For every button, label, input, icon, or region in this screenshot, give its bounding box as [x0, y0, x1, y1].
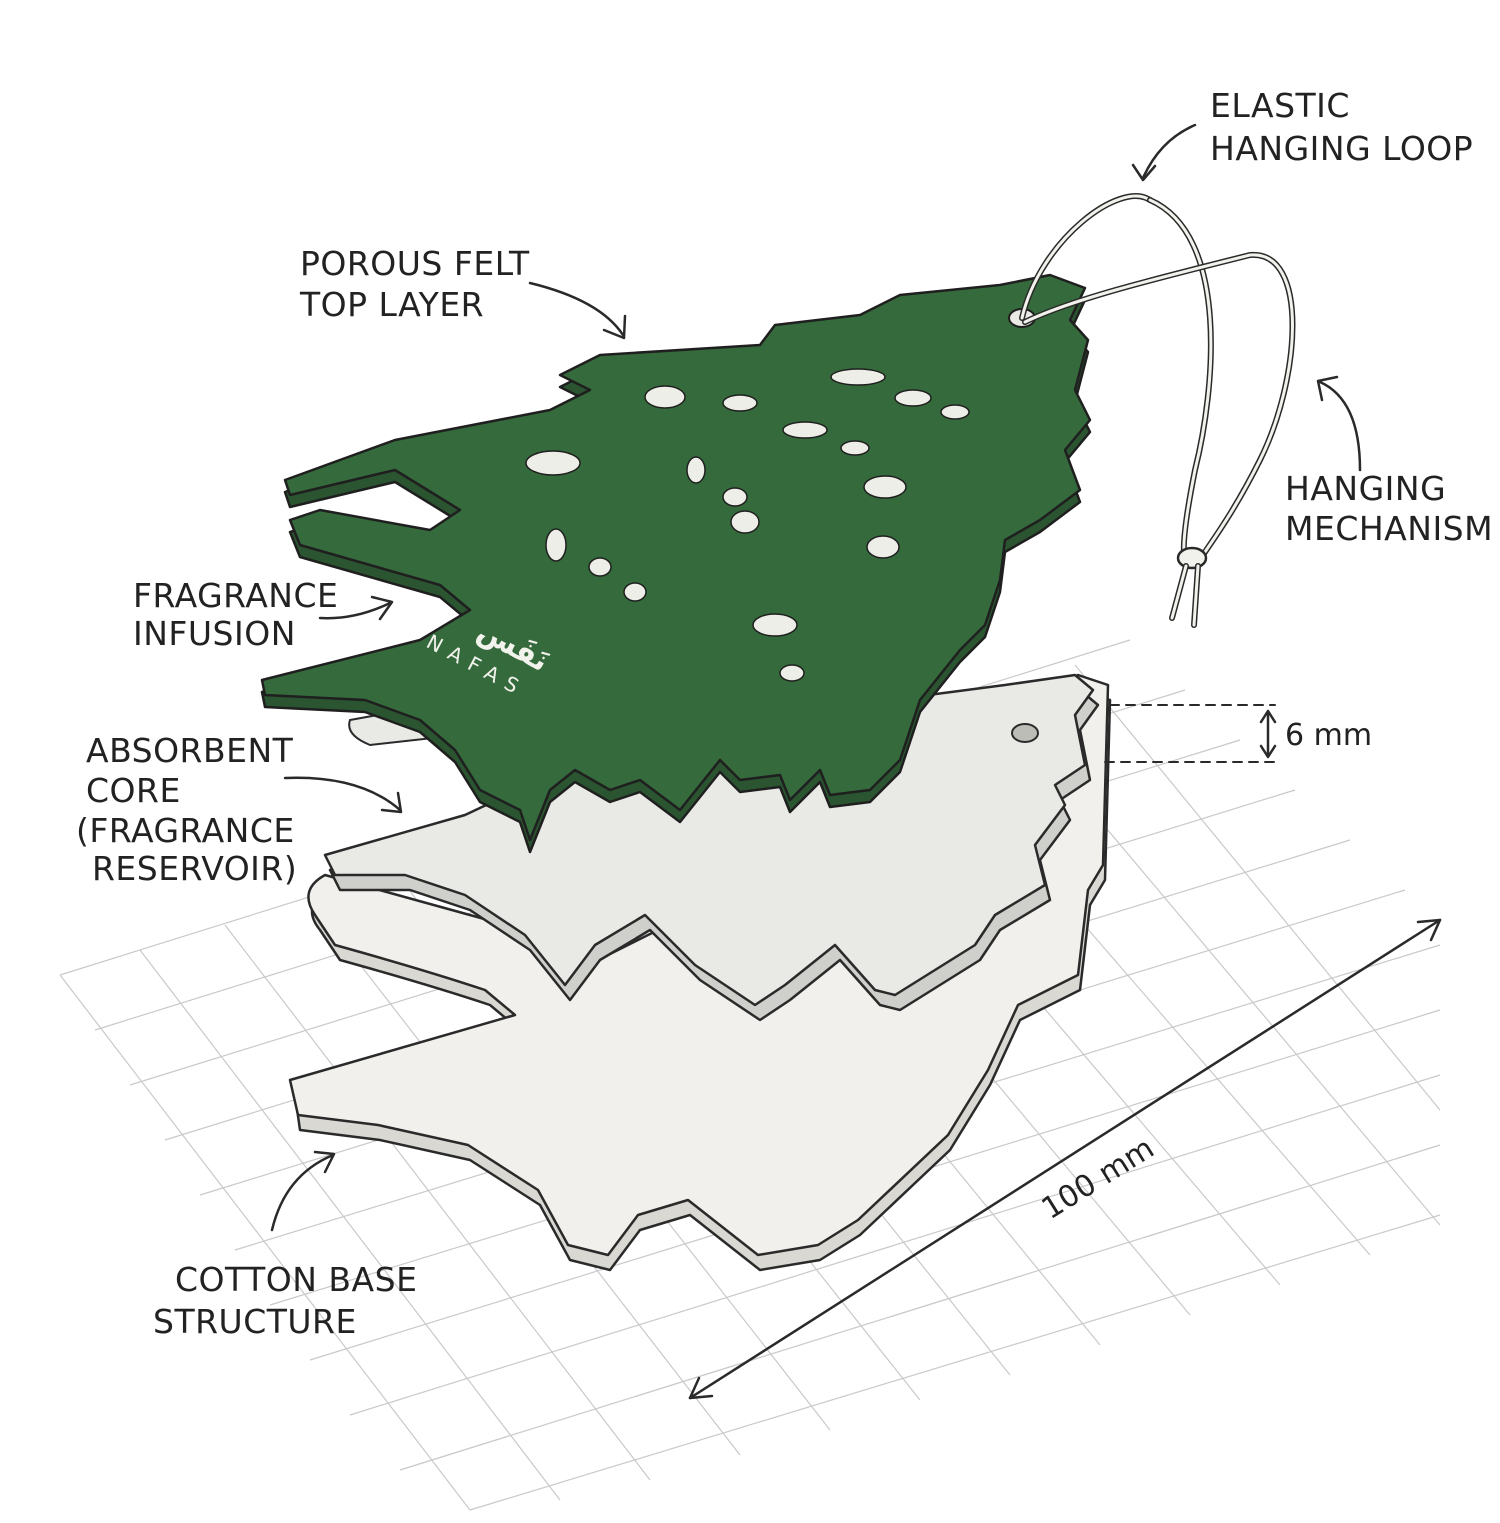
label-absorbent-core-line1: ABSORBENT: [86, 731, 294, 770]
label-fragrance-infusion: FRAGRANCE INFUSION: [133, 576, 338, 653]
elastic-loop: [1019, 193, 1296, 628]
thickness-dimension: 6 mm: [1104, 704, 1372, 763]
callout-arrows: [270, 123, 1362, 1232]
label-hanging-mechanism: HANGING MECHANISM: [1285, 469, 1493, 548]
label-fragrance-infusion-line2: INFUSION: [133, 614, 296, 653]
length-dimension-label: 100 mm: [1036, 1131, 1161, 1227]
label-absorbent-core-line3: (FRAGRANCE: [76, 811, 295, 850]
arrow-hanging-mechanism: [1318, 380, 1362, 472]
label-hanging-mechanism-line1: HANGING: [1285, 469, 1446, 508]
arrow-cotton-base: [270, 1153, 335, 1232]
label-elastic-loop-line1: ELASTIC: [1210, 86, 1350, 125]
label-elastic-loop: ELASTIC HANGING LOOP: [1210, 86, 1473, 168]
label-elastic-loop-line2: HANGING LOOP: [1210, 129, 1473, 168]
label-felt-top-line1: POROUS FELT: [300, 244, 530, 283]
label-absorbent-core: ABSORBENT CORE (FRAGRANCE RESERVOIR): [76, 731, 297, 888]
label-hanging-mechanism-line2: MECHANISM: [1285, 509, 1493, 548]
felt-pores: [525, 368, 970, 682]
label-fragrance-infusion-line1: FRAGRANCE: [133, 576, 338, 615]
thickness-dimension-label: 6 mm: [1285, 718, 1372, 753]
label-cotton-base: COTTON BASE STRUCTURE: [153, 1260, 417, 1341]
arrow-fragrance-infusion: [318, 601, 392, 620]
label-cotton-base-line1: COTTON BASE: [175, 1260, 417, 1299]
felt-top-layer: نَفَس NAFAS: [260, 273, 1092, 854]
label-absorbent-core-line4: RESERVOIR): [92, 849, 297, 888]
arrow-elastic-loop: [1141, 123, 1197, 180]
arrow-felt-top: [528, 281, 625, 337]
arrow-absorbent-core: [283, 776, 402, 812]
label-absorbent-core-line2: CORE: [86, 771, 181, 810]
label-felt-top-line2: TOP LAYER: [299, 285, 484, 324]
label-felt-top: POROUS FELT TOP LAYER: [299, 244, 530, 324]
label-cotton-base-line2: STRUCTURE: [153, 1302, 357, 1341]
